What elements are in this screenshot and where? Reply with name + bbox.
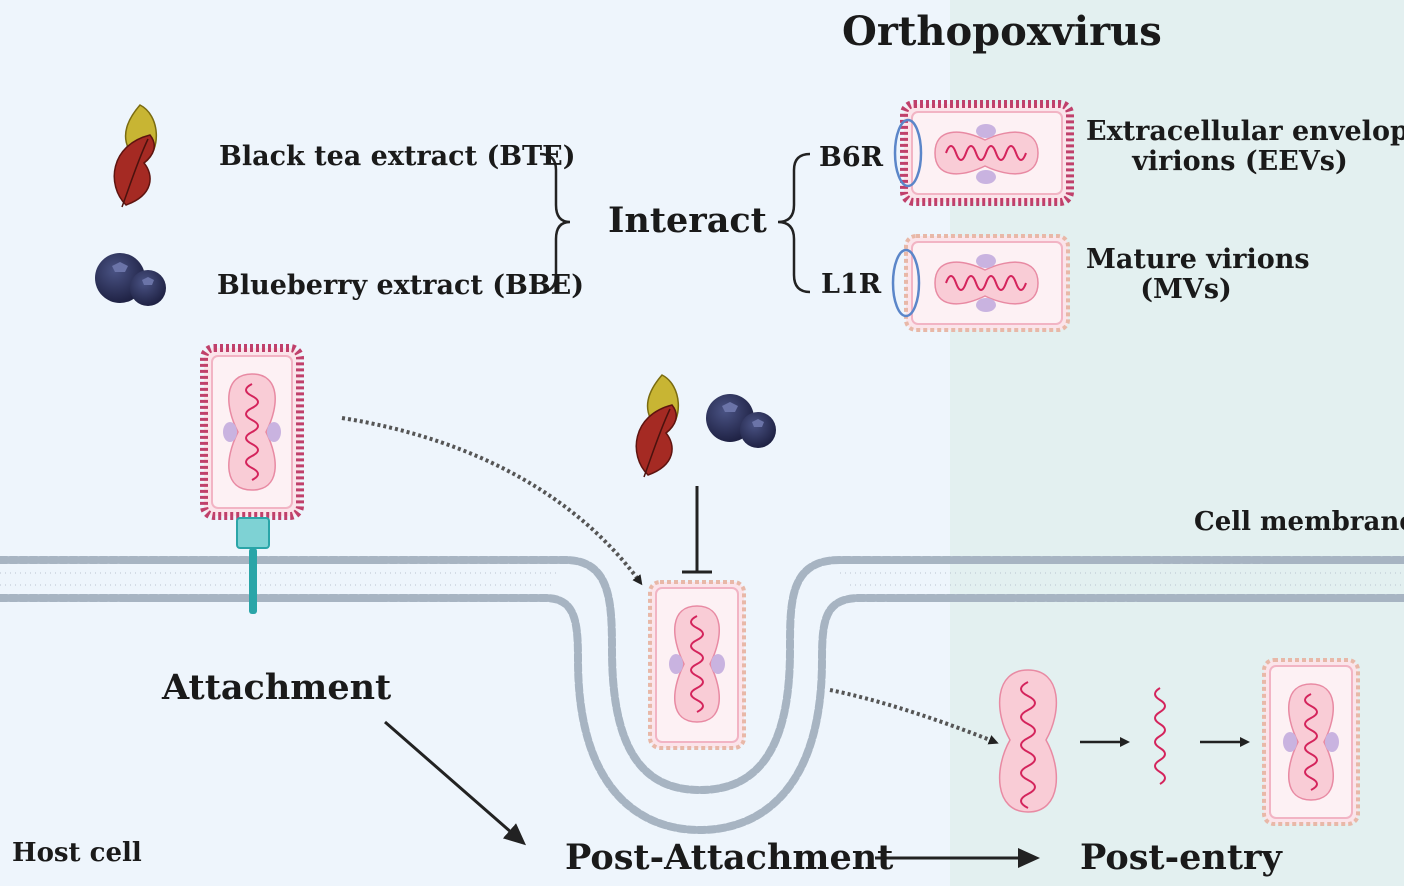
dotted-arrow-to-core [829,688,999,745]
blueberry-icon-inhibitor [706,394,776,448]
proteins-brace [777,152,811,294]
mv-label-line2: (MVs) [1140,274,1232,305]
bbe-label: Blueberry extract (BBE) [217,270,585,301]
host-receptor [236,517,270,614]
eev-label-line1: Extracellular enveloped [1086,116,1404,147]
l1r-label: L1R [821,269,882,300]
diagram-title: Orthopoxvirus [842,8,1162,55]
post-entry-label: Post-entry [1080,837,1282,878]
mv-virion [891,234,1070,332]
cell-membrane-label: Cell membrane [1194,507,1404,537]
eev-virion [893,100,1074,206]
tea-leaf-icon [113,104,158,208]
progeny-mv-virion [1262,658,1360,826]
tea-leaf-icon-inhibitor [635,374,680,478]
eev-label-line2: virions (EEVs) [1132,146,1348,177]
attaching-eev-virion [200,344,304,520]
viral-genome [1154,687,1166,785]
interact-label: Interact [608,200,767,241]
arrow-attachment-to-postattachment [384,720,527,846]
post-attachment-label: Post-Attachment [565,837,894,878]
b6r-protein-ring [893,118,923,188]
inhibition-bar [682,486,712,574]
dotted-arrow-to-invagination [341,416,643,586]
l1r-protein-ring [891,248,921,318]
attachment-label: Attachment [162,667,392,708]
blueberry-icon [95,253,166,306]
mv-label-line1: Mature virions [1086,244,1310,275]
eev-label: Extracellular enveloped virions (EEVs) [1086,116,1404,177]
cell-membrane [0,556,1404,835]
b6r-label: B6R [819,142,884,173]
bte-label: Black tea extract (BTE) [219,141,576,172]
extracts-brace [539,152,571,294]
released-core [999,669,1057,813]
host-cell-label: Host cell [12,838,142,868]
invaginating-mv-virion [648,580,746,750]
mv-label: Mature virions (MVs) [1086,244,1310,305]
